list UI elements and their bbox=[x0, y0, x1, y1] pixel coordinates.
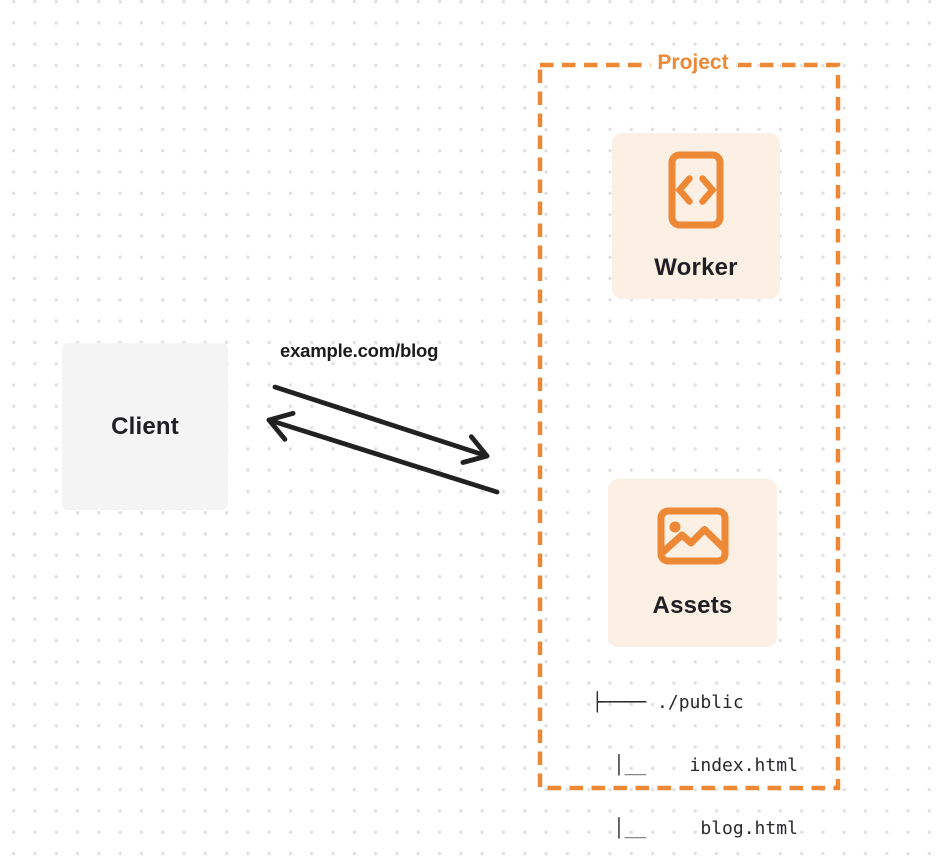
code-file-icon bbox=[668, 151, 724, 228]
request-url-label: example.com/blog bbox=[280, 340, 439, 361]
request-arrow bbox=[272, 384, 490, 465]
assets-file-tree: ├──── ./public │__ index.html │__ blog.h… bbox=[592, 650, 798, 860]
client-node: Client bbox=[62, 343, 228, 510]
assets-node: Assets bbox=[608, 479, 777, 647]
file-tree-item: │__ index.html bbox=[592, 755, 798, 776]
worker-node: Worker bbox=[612, 133, 780, 299]
request-arrowhead bbox=[460, 434, 490, 465]
file-tree-root: ├──── ./public bbox=[592, 692, 744, 713]
client-label: Client bbox=[111, 412, 179, 440]
worker-label: Worker bbox=[654, 253, 738, 281]
image-icon bbox=[657, 507, 728, 564]
response-arrowhead bbox=[266, 410, 296, 442]
response-arrow bbox=[266, 410, 500, 495]
assets-label: Assets bbox=[652, 591, 733, 619]
project-title: Project bbox=[650, 51, 736, 75]
file-tree-item: │__ blog.html bbox=[592, 818, 798, 839]
